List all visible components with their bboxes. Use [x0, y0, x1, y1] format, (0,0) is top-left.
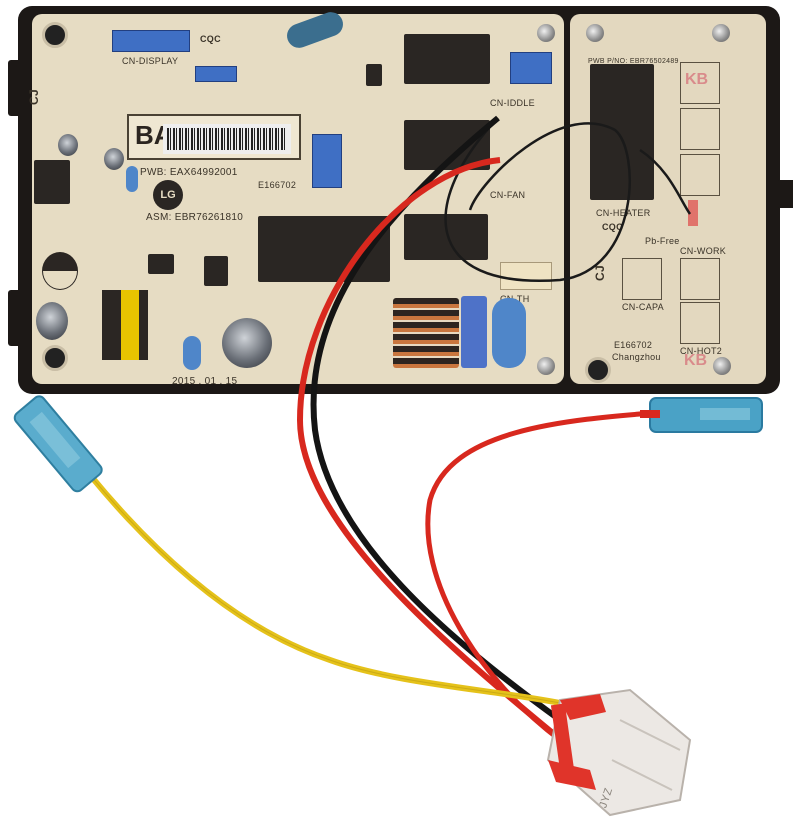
mounting-hole [585, 357, 611, 383]
screw-icon [537, 24, 555, 42]
silkscreen-cn-capa: CN-CAPA [622, 302, 664, 312]
barcode-sticker [163, 124, 291, 154]
electrolytic-capacitor-small [104, 148, 124, 170]
terminal-pad [680, 258, 720, 300]
right-spade-terminal [640, 397, 763, 433]
kb-mark: KB [684, 352, 708, 369]
silkscreen-cn-iddle: CN-IDDLE [490, 98, 535, 108]
ul-mark-side: E166702 [614, 340, 653, 350]
black-thin-wire [444, 117, 631, 283]
white-connector [500, 262, 552, 290]
relay [404, 34, 490, 84]
mounting-tab-right [776, 180, 793, 208]
terminal-pad [680, 108, 720, 150]
small-red-connector [688, 200, 698, 226]
cqc-mark: CQC [200, 34, 221, 44]
swing-connector [510, 52, 552, 84]
mounting-hole [42, 345, 68, 371]
side-pwb-label: PWB P/NO: EBR76502489 [588, 58, 679, 65]
heater-relay [590, 64, 654, 200]
ic-chip [366, 64, 382, 86]
red-wire-short [425, 409, 666, 742]
film-capacitor [461, 296, 487, 368]
asm-code: ASM: EBR76261810 [146, 212, 244, 223]
terminal-pad: KB [680, 62, 720, 104]
fan-connector [312, 134, 342, 188]
pb-free-mark: Pb-Free [645, 236, 680, 246]
screw-icon [712, 24, 730, 42]
ul-mark: E166702 [258, 180, 297, 190]
screw-icon [537, 357, 555, 375]
silkscreen-cn-hot2: CN-HOT2 [680, 346, 723, 356]
display-connector [112, 30, 190, 52]
ic-chip [204, 256, 228, 286]
y-capacitor [492, 298, 526, 368]
ic-chip [148, 254, 174, 274]
terminal-pad [622, 258, 662, 300]
buzzer [42, 252, 78, 290]
origin-mark: Changzhou [612, 352, 661, 362]
mounting-tab-left-top [8, 60, 22, 116]
red-wire-long [296, 157, 557, 738]
silkscreen-cn-heater: CN-HEATER [596, 208, 651, 218]
side-cqc-mark: CQC [602, 222, 623, 232]
silkscreen-cn-display: CN-DISPLAY [122, 56, 179, 66]
ceramic-capacitor [126, 166, 138, 192]
small-blue-connector [195, 66, 237, 82]
common-mode-choke [393, 298, 459, 368]
terminal-pad [680, 154, 720, 196]
ceramic-capacitor [183, 336, 201, 370]
terminal-pad [680, 302, 720, 344]
screw-icon [713, 357, 731, 375]
pwb-code: PWB: EAX64992001 [140, 167, 238, 178]
mounting-hole [42, 22, 68, 48]
lg-logo: LG [153, 180, 183, 210]
power-connector [34, 160, 70, 204]
mounting-tab-left-bottom [8, 290, 22, 346]
screw-icon [586, 24, 604, 42]
left-spade-terminal [13, 395, 103, 493]
electrolytic-capacitor [36, 302, 68, 340]
harness-connector [546, 688, 692, 817]
electrolytic-capacitor-large [222, 318, 272, 368]
transformer-label [121, 290, 139, 360]
silkscreen-cn-work: CN-WORK [680, 246, 727, 256]
electrolytic-capacitor-small [58, 134, 78, 156]
date-print: 2015 . 01 . 15 [172, 376, 238, 387]
silkscreen-cn-fan: CN-FAN [490, 190, 526, 200]
